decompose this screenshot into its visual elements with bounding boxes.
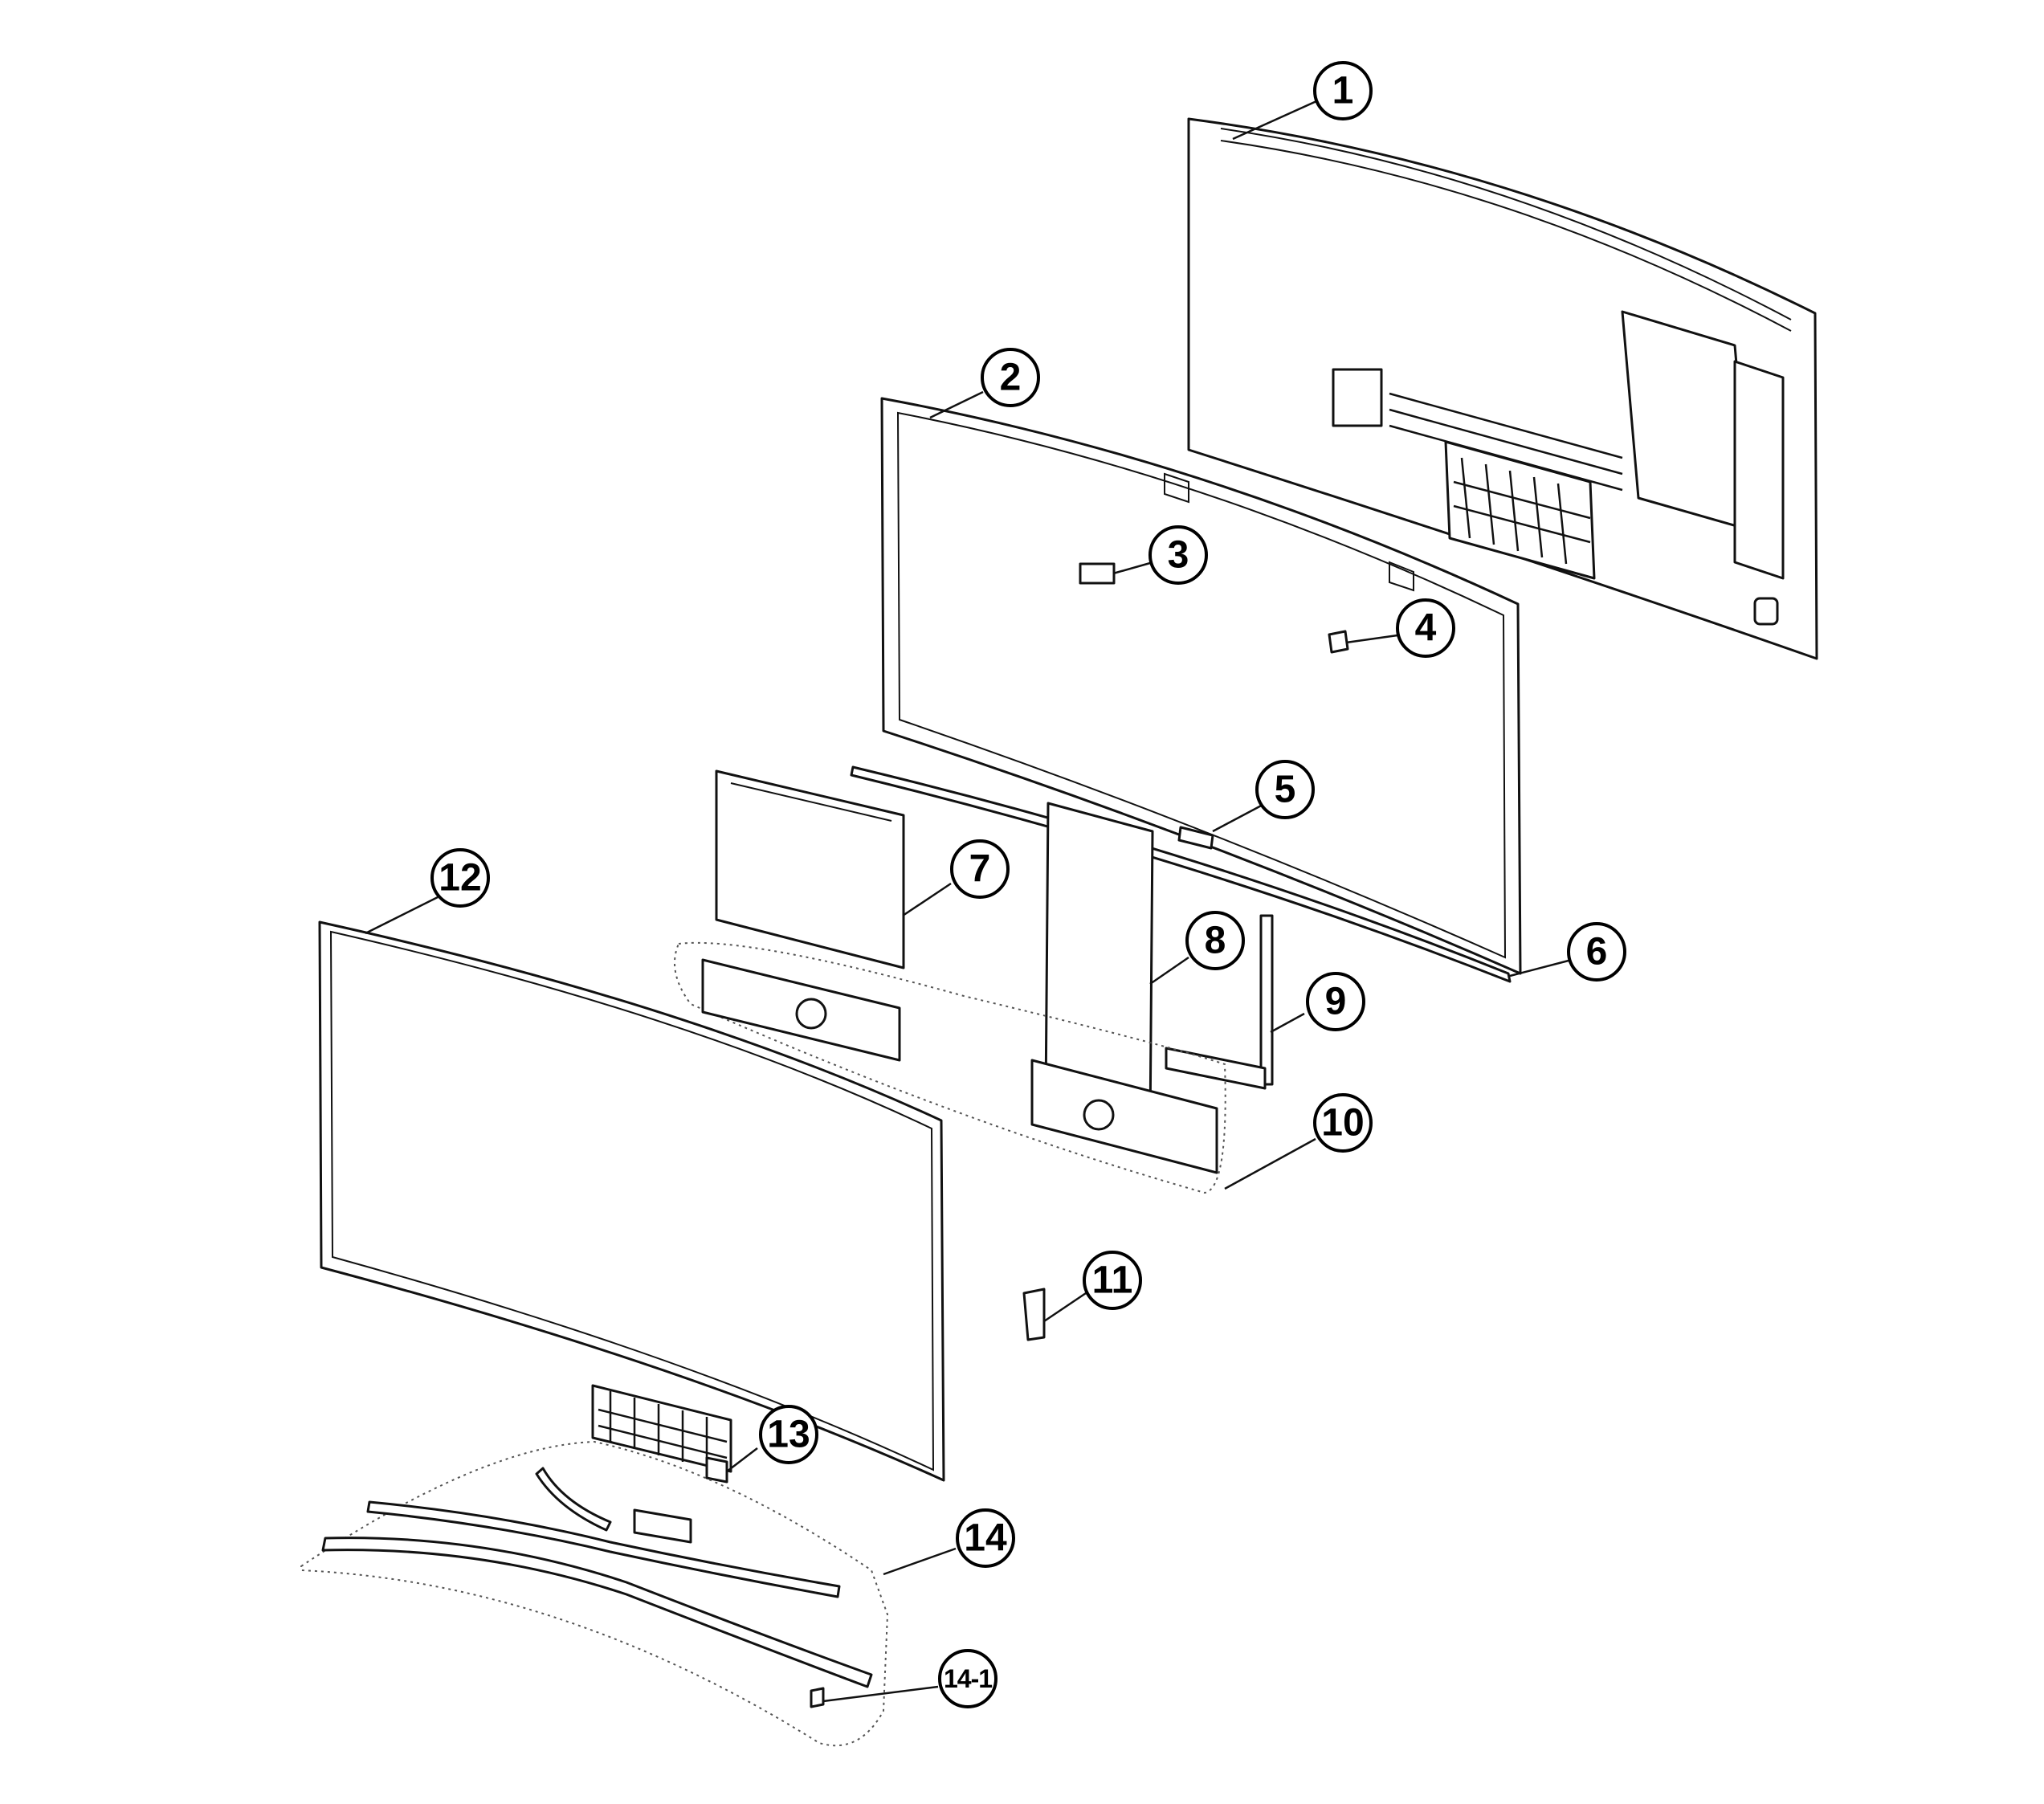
callout-10: 10 [1313,1093,1373,1153]
callout-7: 7 [950,839,1010,899]
part-5-bracket [1177,826,1214,850]
callout-8: 8 [1185,911,1245,970]
callout-12-label: 12 [439,857,481,900]
callout-5-label: 5 [1275,769,1296,811]
callout-2-label: 2 [1000,357,1022,399]
callout-2: 2 [981,348,1040,407]
leader-lines [365,96,1569,1703]
callout-7-label: 7 [969,848,991,891]
callout-6: 6 [1567,922,1626,982]
callout-3: 3 [1148,525,1208,585]
callout-13: 13 [759,1405,818,1464]
callout-13-label: 13 [767,1414,810,1456]
part-4-clip [1328,630,1349,654]
part-13-stand-neck [591,1384,732,1484]
callout-11-label: 11 [1092,1259,1133,1302]
callout-14-1-label: 14-1 [944,1664,992,1693]
callout-9-label: 9 [1325,981,1347,1023]
callout-5: 5 [1255,760,1315,819]
callout-9: 9 [1306,972,1365,1031]
part-11-clip [1022,1288,1046,1341]
callout-11: 11 [1083,1251,1142,1310]
callout-4-label: 4 [1415,607,1437,650]
part-7-main-board [715,769,905,969]
callout-4: 4 [1396,598,1455,658]
callout-14: 14 [956,1508,1015,1568]
part-14-stand-base [300,1440,889,1747]
callout-14-1: 14-1 [938,1649,998,1708]
part-9-side-board [1165,914,1274,1090]
part-12-front-panel [318,920,945,1482]
callout-6-label: 6 [1586,931,1608,973]
part-10-speakers [674,941,1226,1194]
callout-8-label: 8 [1205,920,1226,962]
callout-3-label: 3 [1168,534,1189,577]
callout-1-label: 1 [1332,70,1354,112]
part-3-bracket [1079,562,1116,585]
callout-1: 1 [1313,61,1373,120]
callout-12: 12 [430,848,490,908]
callout-14-label: 14 [964,1517,1007,1560]
part-1-rear-cover [1187,117,1818,660]
callout-10-label: 10 [1321,1102,1364,1145]
